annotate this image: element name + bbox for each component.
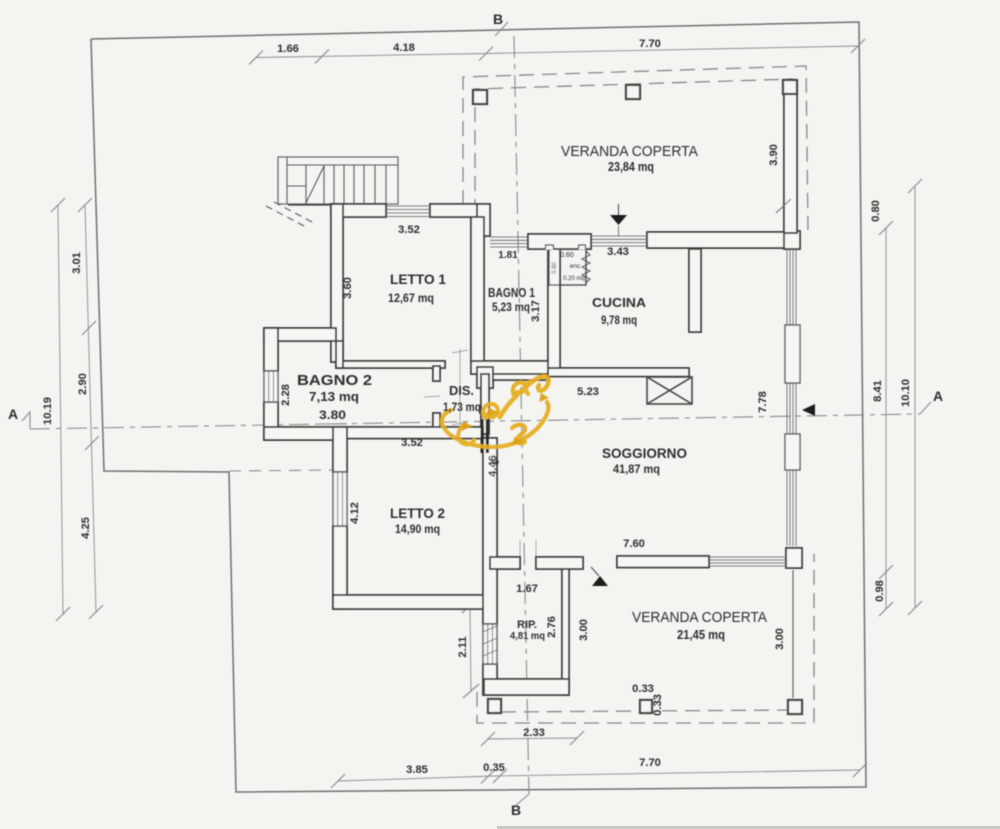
svg-text:3.43: 3.43 xyxy=(607,246,629,258)
svg-text:2.28: 2.28 xyxy=(280,384,292,406)
svg-text:4.18: 4.18 xyxy=(393,42,415,54)
svg-text:SOGGIORNO: SOGGIORNO xyxy=(602,446,687,461)
svg-text:14,90 mq: 14,90 mq xyxy=(395,522,440,536)
svg-text:0.80: 0.80 xyxy=(870,200,882,222)
svg-text:3.52: 3.52 xyxy=(398,224,420,236)
svg-text:5,23 mq: 5,23 mq xyxy=(492,302,530,314)
svg-text:2.33: 2.33 xyxy=(523,727,545,739)
svg-text:B: B xyxy=(511,802,521,818)
svg-text:21,45 mq: 21,45 mq xyxy=(677,628,725,642)
svg-text:1.66: 1.66 xyxy=(277,43,299,55)
svg-text:LETTO 2: LETTO 2 xyxy=(390,505,445,521)
svg-text:3.90: 3.90 xyxy=(768,144,780,166)
svg-text:3.17: 3.17 xyxy=(530,300,542,322)
svg-text:4.25: 4.25 xyxy=(80,517,92,539)
svg-text:3.60: 3.60 xyxy=(342,277,354,299)
svg-text:0.33: 0.33 xyxy=(652,694,664,716)
svg-text:3.01: 3.01 xyxy=(71,252,83,274)
svg-text:LETTO 1: LETTO 1 xyxy=(390,271,446,287)
svg-text:4,81 mq: 4,81 mq xyxy=(510,630,545,642)
svg-text:0.35: 0.35 xyxy=(483,762,505,774)
svg-text:B: B xyxy=(493,11,503,27)
svg-text:7.70: 7.70 xyxy=(639,38,661,50)
svg-text:7.78: 7.78 xyxy=(757,391,769,413)
svg-text:9,78 mq: 9,78 mq xyxy=(601,315,637,327)
svg-text:BAGNO 1: BAGNO 1 xyxy=(488,286,535,300)
svg-text:41,87 mq: 41,87 mq xyxy=(613,462,660,476)
svg-text:23,84 mq: 23,84 mq xyxy=(608,160,654,174)
svg-text:2.11: 2.11 xyxy=(457,636,469,657)
svg-text:3.00: 3.00 xyxy=(774,628,786,650)
svg-text:3.80: 3.80 xyxy=(319,408,346,422)
svg-text:sp: sp xyxy=(491,459,499,466)
svg-text:0.80: 0.80 xyxy=(552,262,558,274)
svg-text:5.23: 5.23 xyxy=(577,386,599,398)
svg-text:0.98: 0.98 xyxy=(874,580,886,602)
svg-text:RIP.: RIP. xyxy=(517,619,537,631)
svg-text:BAGNO 2: BAGNO 2 xyxy=(297,373,372,389)
svg-text:CUCINA: CUCINA xyxy=(592,295,647,310)
svg-text:1.67: 1.67 xyxy=(516,583,538,595)
svg-text:3.00: 3.00 xyxy=(578,619,590,641)
svg-text:4.46: 4.46 xyxy=(487,455,499,477)
svg-text:10.10: 10.10 xyxy=(900,379,912,407)
svg-text:VERANDA COPERTA: VERANDA COPERTA xyxy=(561,143,698,160)
svg-text:3.52: 3.52 xyxy=(401,437,423,449)
svg-text:8.41: 8.41 xyxy=(872,380,884,402)
svg-text:A: A xyxy=(8,406,18,422)
svg-text:1,73 mq: 1,73 mq xyxy=(443,400,481,414)
svg-text:DIS.: DIS. xyxy=(449,383,474,398)
svg-text:2.90: 2.90 xyxy=(77,373,89,395)
svg-text:12,67 mq: 12,67 mq xyxy=(388,291,434,305)
svg-text:0.60: 0.60 xyxy=(560,252,574,259)
svg-text:7,13 mq: 7,13 mq xyxy=(309,390,359,404)
svg-text:3.85: 3.85 xyxy=(406,764,428,776)
svg-text:VERANDA COPERTA: VERANDA COPERTA xyxy=(632,609,767,626)
svg-text:2.76: 2.76 xyxy=(546,616,558,638)
svg-text:7.60: 7.60 xyxy=(623,538,645,550)
svg-text:0.33: 0.33 xyxy=(632,683,654,695)
svg-text:4.12: 4.12 xyxy=(349,502,361,524)
svg-text:enc: enc xyxy=(570,263,581,270)
svg-text:7.70: 7.70 xyxy=(639,757,661,769)
svg-text:1.81: 1.81 xyxy=(498,250,518,261)
svg-text:A: A xyxy=(933,388,943,404)
svg-text:10.19: 10.19 xyxy=(42,397,54,425)
svg-text:0.20 mq: 0.20 mq xyxy=(563,276,585,282)
